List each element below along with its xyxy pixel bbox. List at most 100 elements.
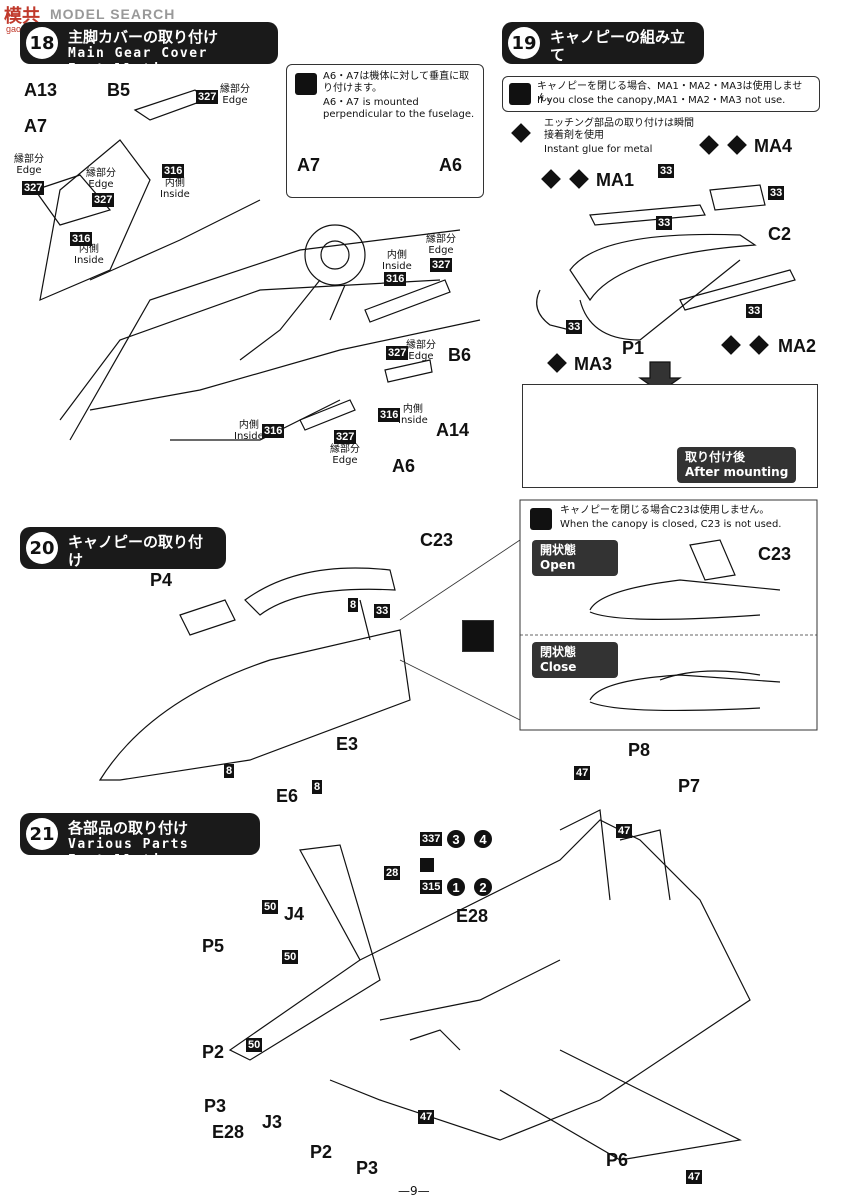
- note-part-a7: A7: [297, 155, 321, 175]
- close-en: Close: [540, 660, 577, 674]
- color-47-b: 47: [616, 824, 633, 838]
- section-19-title-en: Canopy Assembly: [550, 64, 690, 79]
- section-18-title-jp: 主脚カバーの取り付け: [68, 28, 219, 46]
- part-a6: A6: [392, 456, 416, 476]
- color-47-c: 47: [418, 1110, 435, 1124]
- color-315: 315: [420, 880, 443, 894]
- section-21-number: 21: [26, 818, 58, 850]
- s20-note-jp: キャノピーを閉じる場合C23は使用しません。: [560, 505, 770, 516]
- color-316-b5: 316: [162, 164, 185, 178]
- part-e6: E6: [276, 786, 299, 806]
- open-jp: 開状態: [540, 543, 577, 557]
- color-33-b: 33: [768, 186, 785, 200]
- s18-note-en: A6・A7 is mounted perpendicular to the fu…: [323, 97, 475, 120]
- part-a14: A14: [436, 420, 470, 440]
- part-b5: B5: [107, 80, 131, 100]
- section-20-title-en: Canopy Installation: [68, 569, 180, 600]
- part-j3: J3: [262, 1112, 283, 1132]
- s19-glue-jp: エッチング部品の取り付けは瞬間接着剤を使用: [544, 118, 694, 141]
- color-327-a7b: 327: [92, 193, 115, 207]
- section-20-header: 20 キャノピーの取り付け Canopy Installation: [20, 527, 226, 600]
- open-state-chip: 開状態 Open: [532, 540, 618, 576]
- part-p4: P4: [150, 570, 173, 590]
- color-8-c: 8: [312, 780, 323, 794]
- instr-2: 2: [474, 878, 492, 896]
- s19-after-box: 取り付け後 After mounting: [522, 384, 818, 488]
- open-en: Open: [540, 558, 576, 572]
- s19-note-box: キャノピーを閉じる場合、MA1・MA2・MA3は使用しません。 If you c…: [502, 76, 820, 112]
- color-327-a14: 327: [386, 346, 409, 360]
- section-19-header: 19 キャノピーの組み立て Canopy Assembly: [502, 22, 704, 79]
- s19-glue-en: Instant glue for metal: [544, 144, 653, 155]
- instr-4: 4: [474, 830, 492, 848]
- color-327-a7: 327: [22, 181, 45, 195]
- color-50-a: 50: [262, 900, 279, 914]
- part-e3: E3: [336, 734, 359, 754]
- part-c23: C23: [420, 530, 454, 550]
- color-33-d: 33: [746, 304, 763, 318]
- color-327-a6: 327: [334, 430, 357, 444]
- swap-icon: [420, 858, 434, 872]
- part-ma1: MA1: [596, 170, 635, 190]
- part-ma2: MA2: [778, 336, 817, 356]
- part-p6: P6: [606, 1150, 629, 1170]
- instr-1: 1: [447, 878, 465, 896]
- after-mounting-chip: 取り付け後 After mounting: [677, 447, 797, 483]
- part-p7: P7: [678, 776, 701, 796]
- part-c2: C2: [768, 224, 792, 244]
- section-18-number: 18: [26, 27, 58, 59]
- close-jp: 閉状態: [540, 645, 577, 659]
- color-47-a: 47: [574, 766, 591, 780]
- color-33-a: 33: [658, 164, 675, 178]
- part-p5: P5: [202, 936, 225, 956]
- part-ma4: MA4: [754, 136, 793, 156]
- section-21-title-jp: 各部品の取り付け: [68, 819, 189, 837]
- part-e28-b: E28: [212, 1122, 245, 1142]
- close-state-chip: 閉状態 Close: [532, 642, 618, 678]
- color-316-a7: 316: [70, 232, 93, 246]
- color-33-c: 33: [656, 216, 673, 230]
- part-e28-a: E28: [456, 906, 489, 926]
- s19-note-jp: キャノピーを閉じる場合、MA1・MA2・MA3は使用しません。: [537, 81, 803, 104]
- color-316-b6: 316: [384, 272, 407, 286]
- color-8-a: 8: [348, 598, 359, 612]
- warning-icon: [295, 73, 317, 95]
- color-33-f: 33: [374, 604, 391, 618]
- section-19-title-jp: キャノピーの組み立て: [550, 28, 686, 64]
- color-316-a14: 316: [378, 408, 401, 422]
- section-18-header: 18 主脚カバーの取り付け Main Gear Cover Installati…: [20, 22, 278, 77]
- instr-3: 3: [447, 830, 465, 848]
- after-mounting-en: After mounting: [685, 465, 789, 479]
- section-21-title-en: Various Parts Installation: [68, 837, 190, 868]
- section-18-title-en: Main Gear Cover Installation: [68, 46, 208, 77]
- color-337: 337: [420, 832, 443, 846]
- watermark-text: MODEL SEARCH: [50, 6, 176, 22]
- part-p3-b: P3: [356, 1158, 379, 1178]
- section-19-number: 19: [508, 27, 540, 59]
- color-28: 28: [384, 866, 401, 880]
- s18-note-box: A6・A7は機体に対して垂直に取り付けます。 A6・A7 is mounted …: [286, 64, 484, 198]
- color-316-a6: 316: [262, 424, 285, 438]
- note-part-a6: A6: [439, 155, 463, 175]
- part-ma3: MA3: [574, 354, 613, 374]
- color-47-d: 47: [686, 1170, 703, 1184]
- page-number: —9—: [398, 1184, 430, 1198]
- color-327-b6: 327: [430, 258, 453, 272]
- s20-note-en: When the canopy is closed, C23 is not us…: [560, 519, 782, 530]
- part-p2-a: P2: [202, 1042, 225, 1062]
- part-p3-a: P3: [204, 1096, 227, 1116]
- watermark-logo: 模共: [4, 6, 40, 26]
- option-arrow-icon: [462, 620, 494, 652]
- note-part-c23: C23: [758, 544, 792, 564]
- color-327-b5: 327: [196, 90, 219, 104]
- part-b6: B6: [448, 345, 472, 365]
